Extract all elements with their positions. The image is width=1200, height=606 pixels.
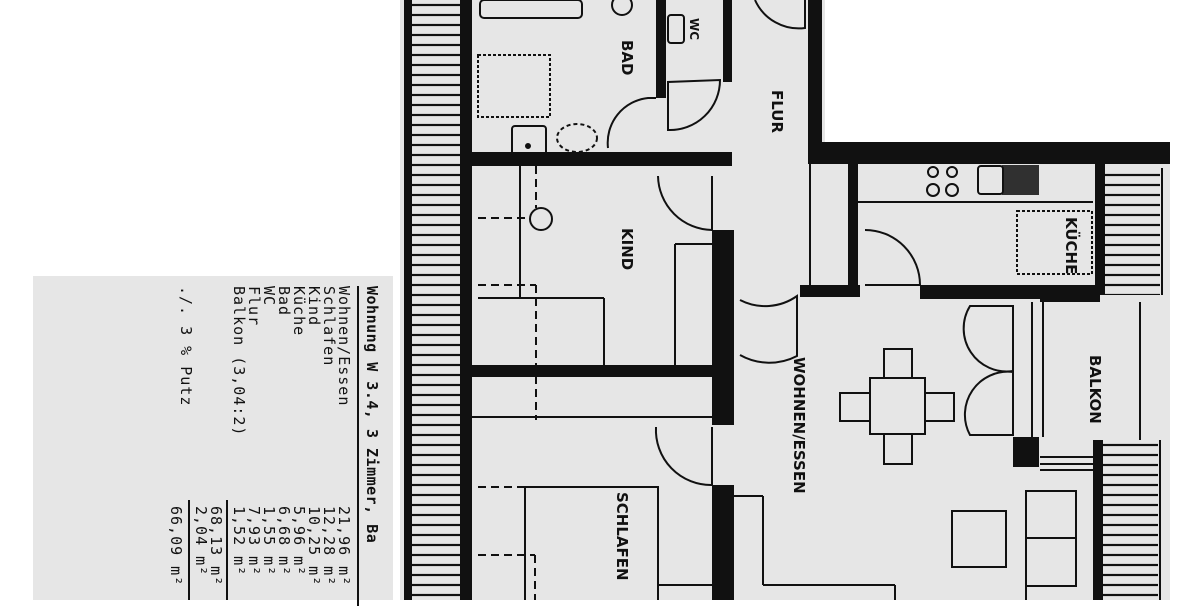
total-value: 66,09 m² — [167, 506, 185, 587]
area-table-panel: Wohnung W 3.4, 3 Zimmer, Ba Wohnen/Essen… — [33, 276, 393, 606]
area-row-name: Kind — [305, 286, 323, 327]
stove-icon — [927, 166, 939, 178]
area-table-title: Wohnung W 3.4, 3 Zimmer, Ba — [363, 286, 381, 544]
area-row-value: 5,96 m² — [290, 506, 308, 577]
kitchen-fixtures — [858, 165, 1093, 275]
area-row-value: 1,55 m² — [260, 506, 278, 577]
area-row-value: 21,96 m² — [335, 506, 353, 587]
area-row-name: Wohnen/Essen — [335, 286, 353, 407]
room-label-wc: WC — [687, 18, 701, 40]
interior-lines — [734, 160, 1141, 600]
door-kueche — [864, 229, 922, 286]
area-row-name: Flur — [245, 286, 263, 327]
door-kind — [657, 175, 713, 232]
bathtub-icon — [479, 0, 583, 19]
area-row-name: Bad — [275, 286, 293, 317]
door-balkon-lower — [963, 370, 1014, 436]
door-schlafen — [654, 426, 713, 487]
doors — [606, 0, 1014, 487]
area-row-name: Küche — [290, 286, 308, 337]
total-line — [188, 500, 190, 600]
door-wc — [667, 78, 722, 132]
room-label-wohnen-essen: WOHNEN/ESSEN — [790, 357, 808, 494]
living-furniture — [951, 490, 1077, 600]
subtotal-value: 68,13 m² — [207, 506, 225, 587]
door-bad — [606, 97, 656, 149]
door-flur-top — [754, 0, 806, 30]
bathroom-fixtures — [477, 0, 685, 157]
deduction-label: ./. 3 % Putz — [177, 286, 195, 407]
area-row-name: Balkon (3,04:2) — [230, 286, 248, 437]
left-hatched-strip — [404, 0, 472, 600]
room-label-kueche: KÜCHE — [1062, 217, 1081, 274]
room-label-schlafen: SCHLAFEN — [613, 492, 631, 581]
area-row-value: 12,28 m² — [320, 506, 338, 587]
washing-machine-icon — [556, 123, 598, 153]
area-row-name: WC — [260, 286, 278, 307]
deduction-value: 2,04 m² — [192, 506, 210, 577]
subtotal-line — [226, 500, 228, 600]
kind-furniture — [478, 166, 712, 420]
room-label-bad: BAD — [618, 40, 636, 76]
sink-icon — [511, 125, 547, 157]
dining-table — [839, 348, 955, 465]
area-row-name: Schlafen — [320, 286, 338, 367]
room-label-flur: FLUR — [768, 90, 786, 133]
door-wohnen — [739, 294, 798, 364]
toilet-wc-icon — [667, 14, 685, 44]
title-underline — [357, 286, 359, 606]
room-label-kind: KIND — [618, 228, 636, 270]
right-hatched-strip-top — [1095, 145, 1163, 295]
right-hatched-strip-bottom — [1093, 440, 1161, 600]
area-row-value: 6,68 m² — [275, 506, 293, 577]
walls — [472, 0, 1170, 600]
area-row-value: 7,93 m² — [245, 506, 263, 577]
room-label-balkon: BALKON — [1086, 355, 1104, 424]
area-row-value: 1,52 m² — [230, 506, 248, 577]
area-row-value: 10,25 m² — [305, 506, 323, 587]
schlafen-furniture — [472, 416, 712, 600]
toilet-bad-icon — [611, 0, 633, 16]
